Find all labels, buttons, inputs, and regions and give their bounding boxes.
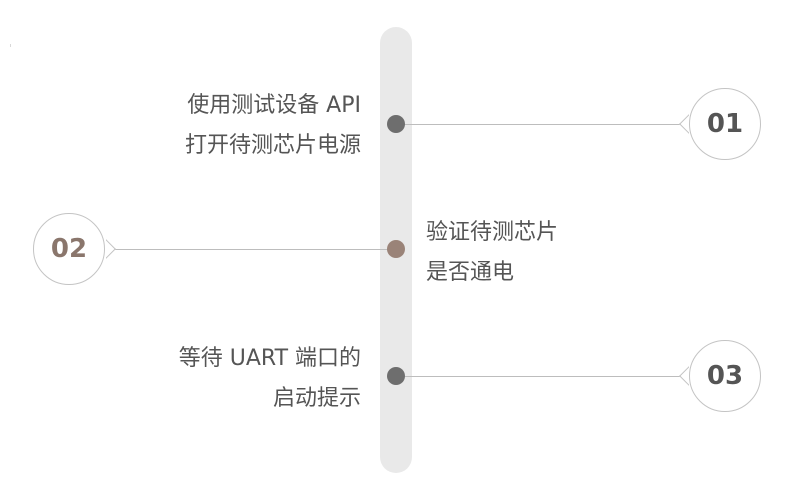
step-3-line-2: 启动提示	[272, 386, 361, 411]
step-3-line-1: 等待 UART 端口的	[178, 346, 361, 371]
step-2-text: 验证待测芯片 是否通电	[426, 213, 558, 293]
corner-mark	[10, 44, 11, 47]
step-2-dot	[387, 240, 405, 258]
step-2-connector	[114, 249, 396, 250]
step-1-badge: 01	[689, 88, 761, 160]
step-1-line-1: 使用测试设备 API	[187, 93, 361, 118]
step-3-badge: 03	[689, 340, 761, 412]
step-1-connector	[404, 124, 686, 125]
step-2-badge: 02	[33, 213, 105, 285]
step-1-number: 01	[706, 109, 744, 139]
step-3-number: 03	[706, 361, 744, 391]
step-3-connector	[404, 376, 686, 377]
step-1-dot	[387, 115, 405, 133]
step-2-line-1: 验证待测芯片	[426, 220, 559, 245]
step-2-line-2: 是否通电	[426, 260, 515, 285]
step-1-text: 使用测试设备 API 打开待测芯片电源	[185, 86, 361, 166]
step-2-number: 02	[50, 234, 88, 264]
step-3-text: 等待 UART 端口的 启动提示	[179, 339, 361, 419]
step-3-dot	[387, 367, 405, 385]
step-1-line-2: 打开待测芯片电源	[184, 133, 361, 158]
